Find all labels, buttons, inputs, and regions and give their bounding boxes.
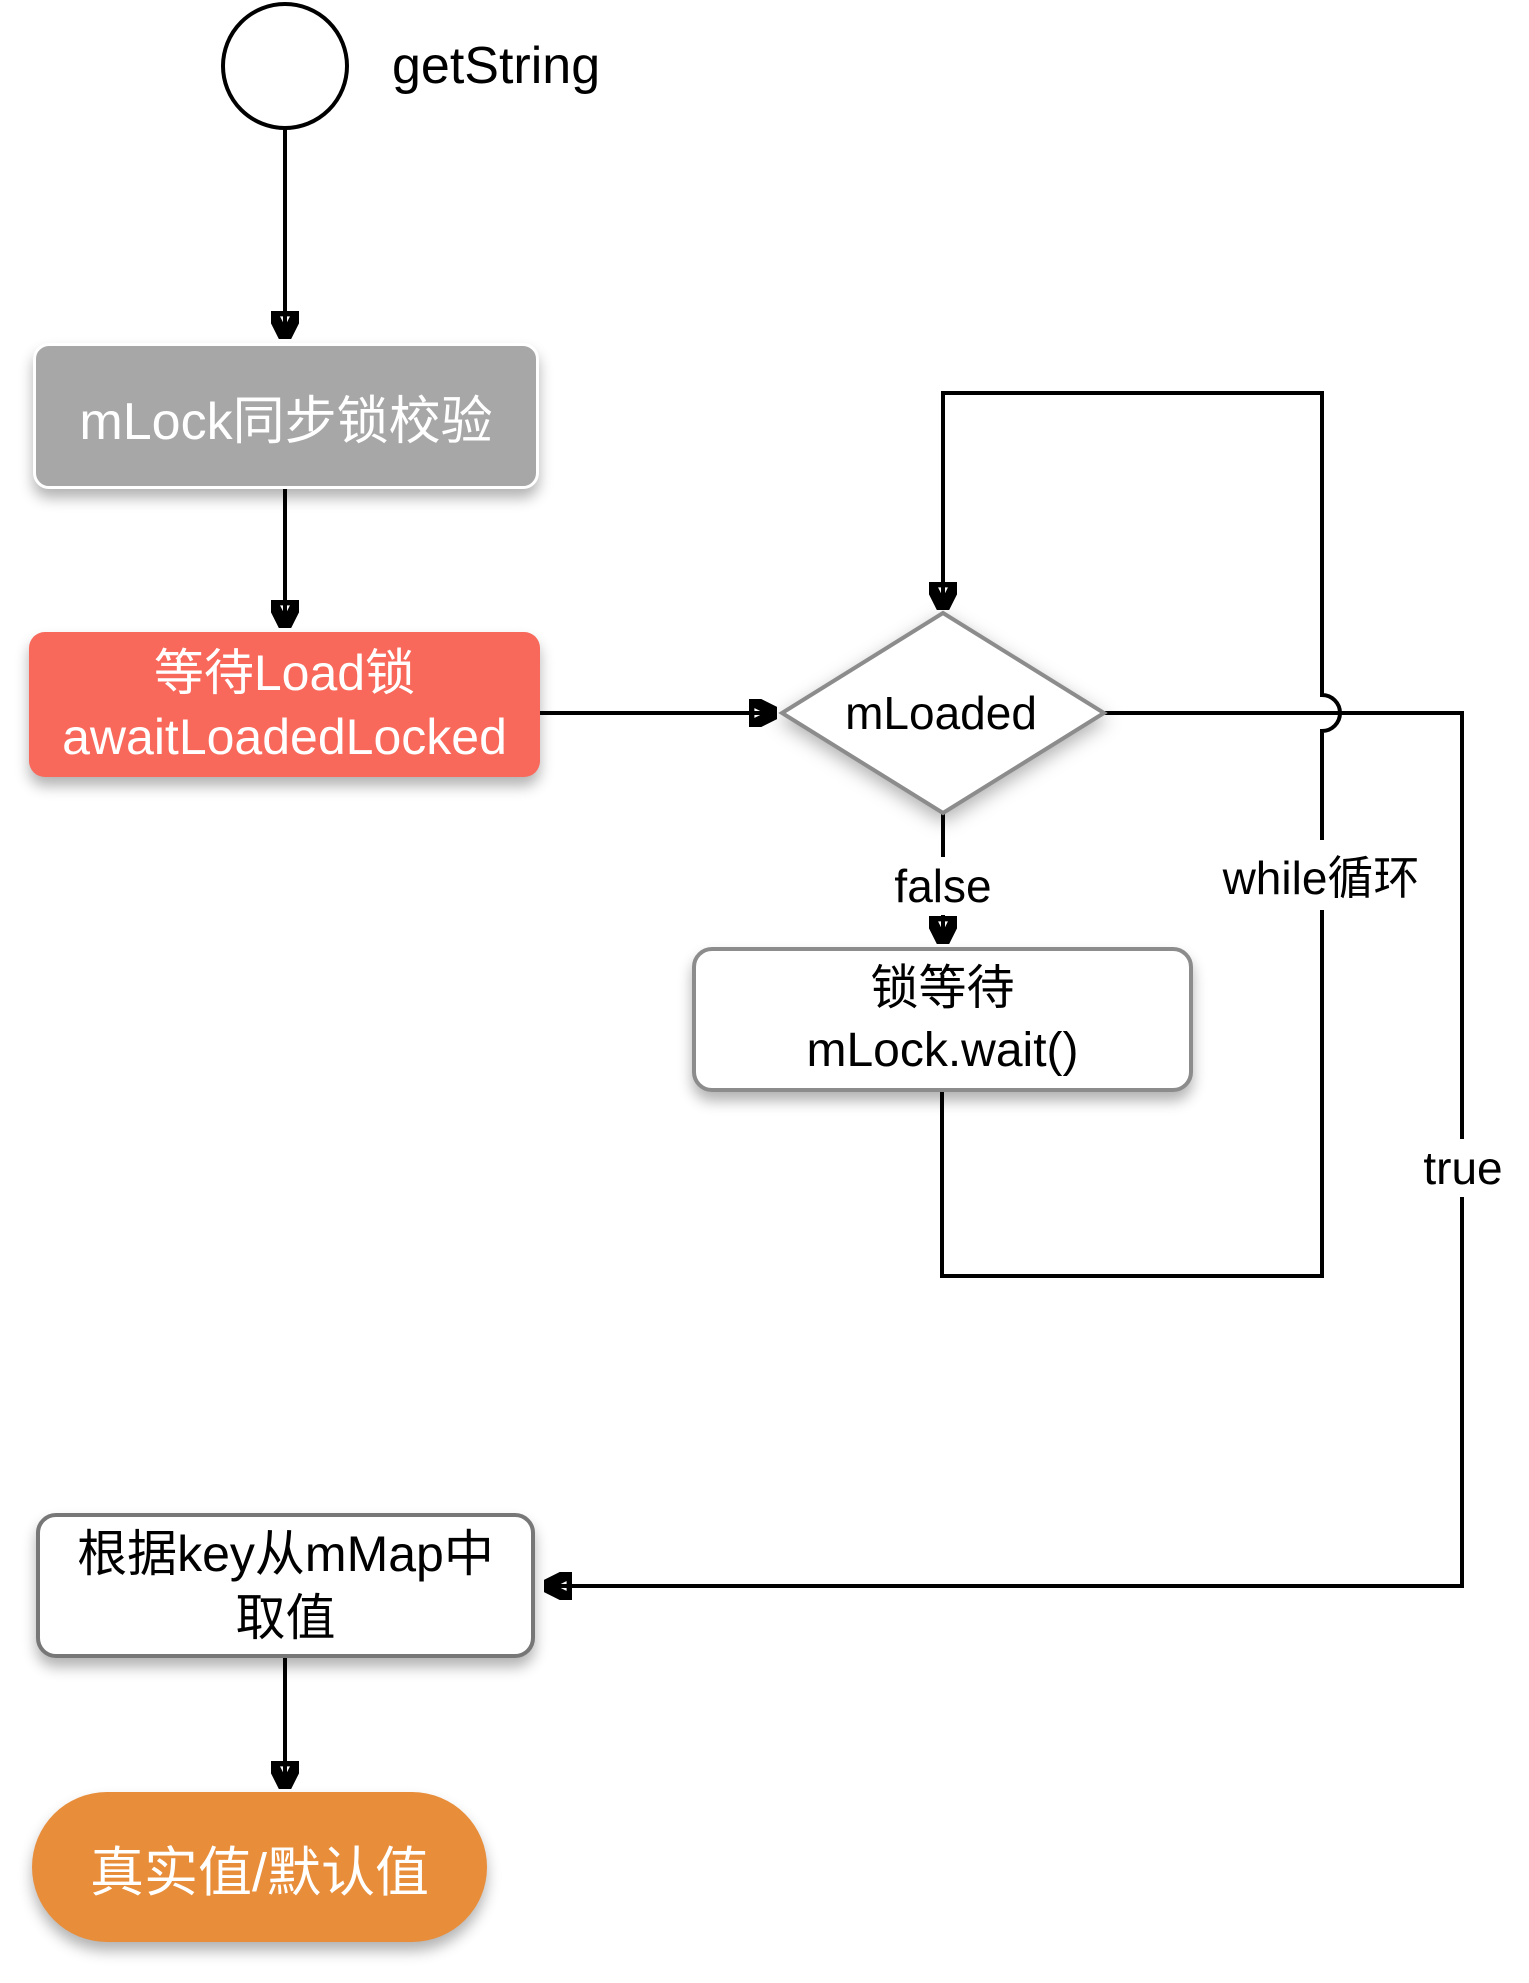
node-await-load-line1: 等待Load锁 xyxy=(153,644,416,701)
node-result-label: 真实值/默认值 xyxy=(89,1842,429,1903)
node-get-value: 根据key从mMap中 取值 xyxy=(36,1513,535,1658)
start-node-circle xyxy=(221,2,349,130)
decision-label: mLoaded xyxy=(845,687,1037,739)
node-await-load: 等待Load锁 awaitLoadedLocked xyxy=(29,632,540,777)
node-await-load-line2: awaitLoadedLocked xyxy=(62,708,507,765)
node-lock-wait-line2: mLock.wait() xyxy=(806,1023,1079,1077)
edge-label-true: true xyxy=(1411,1139,1515,1197)
node-sync-check-label: mLock同步锁校验 xyxy=(79,392,493,451)
node-get-value-line1: 根据key从mMap中 xyxy=(77,1525,494,1582)
node-sync-check: mLock同步锁校验 xyxy=(33,343,539,489)
node-lock-wait-line1: 锁等待 xyxy=(870,961,1015,1015)
edge-label-false: false xyxy=(882,857,1004,915)
node-lock-wait: 锁等待 mLock.wait() xyxy=(692,947,1193,1092)
node-get-value-line2: 取值 xyxy=(235,1589,336,1646)
node-result: 真实值/默认值 xyxy=(32,1792,487,1942)
decision-diamond xyxy=(778,610,1108,816)
start-node-label: getString xyxy=(392,37,601,95)
edge-while-loop-line xyxy=(942,391,1342,1278)
edge-label-while-loop: while循环 xyxy=(1210,840,1432,910)
